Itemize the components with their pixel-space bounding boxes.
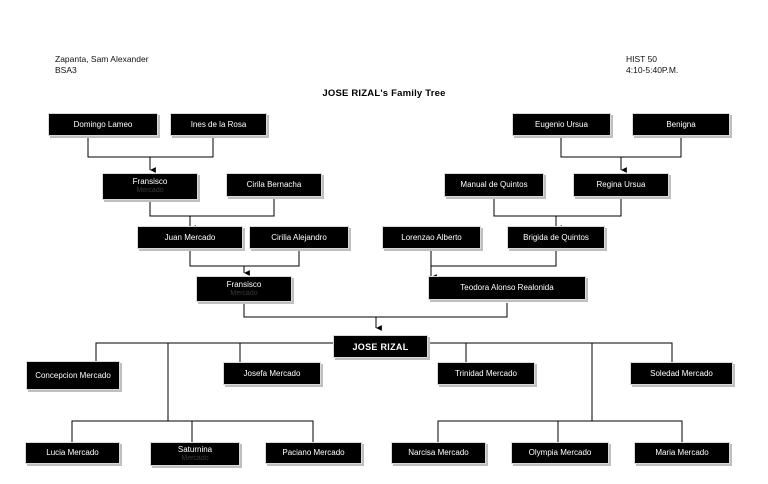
node-label: Fransisco	[132, 177, 168, 186]
node-benigna[interactable]: Benigna	[632, 113, 730, 136]
node-concepcion-mercado[interactable]: Concepcion Mercado	[26, 361, 120, 390]
node-label: Fransisco	[226, 280, 262, 289]
node-cirila-bernacha[interactable]: Cirila Bernacha	[226, 173, 322, 197]
node-label: Cirila Bernacha	[246, 180, 302, 189]
node-label: Maria Mercado	[655, 448, 709, 457]
node-paciano-mercado[interactable]: Paciano Mercado	[265, 442, 362, 464]
node-fransisco-senior[interactable]: Fransisco Mercado	[102, 173, 198, 200]
node-olympia-mercado[interactable]: Olympia Mercado	[511, 442, 609, 464]
node-label: Manual de Quintos	[460, 180, 528, 189]
node-regina-ursua[interactable]: Regina Ursua	[573, 173, 669, 197]
node-josefa-mercado[interactable]: Josefa Mercado	[223, 362, 321, 385]
node-brigida-de-quintos[interactable]: Brigida de Quintos	[507, 226, 605, 249]
node-label: Cirilia Alejandro	[271, 232, 327, 242]
node-trinidad-mercado[interactable]: Trinidad Mercado	[437, 362, 535, 385]
node-ines-de-la-rosa[interactable]: Ines de la Rosa	[170, 113, 267, 136]
node-label: JOSE RIZAL	[352, 341, 409, 352]
node-label-truncated: Mercado	[181, 455, 209, 462]
node-label: Lorenzao Alberto	[401, 232, 462, 242]
node-label: Ines de la Rosa	[190, 119, 247, 129]
node-label: Saturnina	[177, 445, 213, 454]
node-eugenio-ursua[interactable]: Eugenio Ursua	[512, 113, 611, 136]
node-label: Teodora Alonso Realonida	[460, 283, 554, 292]
node-label: Concepcion Mercado	[35, 370, 111, 380]
node-label: Brigida de Quintos	[523, 232, 589, 242]
node-soledad-mercado[interactable]: Soledad Mercado	[630, 362, 733, 385]
node-fransisco-father[interactable]: Fransisco Mercado	[196, 276, 292, 302]
node-label: Paciano Mercado	[282, 448, 345, 457]
node-label: Olympia Mercado	[528, 448, 592, 457]
node-label: Lucia Mercado	[46, 448, 99, 457]
node-label: Soledad Mercado	[650, 368, 713, 378]
node-lorenzao-alberto[interactable]: Lorenzao Alberto	[382, 226, 481, 249]
student-info-header: Zapanta, Sam Alexander BSA3	[55, 54, 149, 75]
page-title: JOSE RIZAL's Family Tree	[322, 88, 446, 99]
node-jose-rizal[interactable]: JOSE RIZAL	[333, 335, 428, 358]
node-cirilia-alejandro[interactable]: Cirilia Alejandro	[249, 226, 349, 249]
node-lucia-mercado[interactable]: Lucia Mercado	[25, 442, 120, 464]
node-label: Domingo Lameo	[73, 119, 133, 129]
node-manual-de-quintos[interactable]: Manual de Quintos	[444, 173, 544, 197]
node-label: Narcisa Mercado	[408, 448, 469, 457]
node-label-truncated: Mercado	[136, 187, 164, 194]
node-label: Trinidad Mercado	[455, 368, 517, 378]
node-label: Josefa Mercado	[243, 368, 301, 378]
node-label-truncated: Mercado	[230, 290, 258, 297]
node-narcisa-mercado[interactable]: Narcisa Mercado	[391, 442, 486, 464]
node-label: Regina Ursua	[596, 180, 646, 189]
node-domingo-lameo[interactable]: Domingo Lameo	[48, 113, 158, 136]
node-maria-mercado[interactable]: Maria Mercado	[634, 442, 730, 464]
node-label: Benigna	[666, 119, 696, 129]
node-saturnina[interactable]: Saturnina Mercado	[150, 442, 240, 466]
node-teodora-alonso-realonida[interactable]: Teodora Alonso Realonida	[428, 276, 586, 300]
node-label: Juan Mercado	[164, 232, 216, 242]
node-juan-mercado[interactable]: Juan Mercado	[137, 226, 243, 249]
course-info-header: HIST 50 4:10-5:40P.M.	[626, 54, 679, 75]
node-label: Eugenio Ursua	[535, 119, 588, 129]
